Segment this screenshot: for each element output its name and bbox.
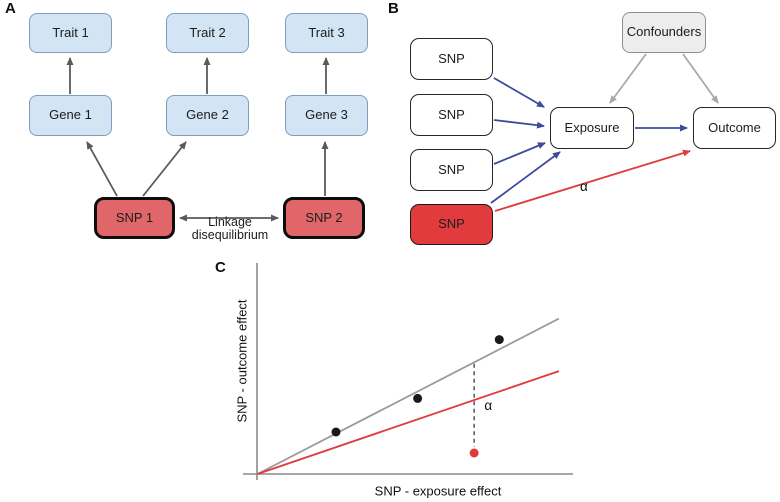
snp-instrument-points [413, 393, 423, 403]
confounders-to-outcome-arrow [682, 53, 719, 104]
alpha-label-panel-b: α [580, 179, 588, 194]
confounders-to-exposure-arrow [609, 53, 647, 104]
snp-box-red: SNP [410, 204, 493, 245]
confounders-box: Confounders [622, 12, 706, 53]
snp2-to-exposure-arrow [493, 119, 545, 129]
alpha-annotation-chart: α [484, 398, 492, 413]
y-axis-label: SNP - outcome effect [234, 299, 250, 423]
snp-box-1: SNP [410, 38, 493, 80]
gene-3-box: Gene 3 [285, 95, 368, 136]
outcome-box: Outcome [693, 107, 776, 149]
gene-1-box: Gene 1 [29, 95, 112, 136]
snp-box-2: SNP [410, 94, 493, 136]
panel-b-arrows [490, 53, 719, 212]
red-snp-to-outcome-arrow [494, 149, 691, 212]
trait-3-box: Trait 3 [285, 13, 368, 53]
snp-box-3: SNP [410, 149, 493, 191]
trait-1-box: Trait 1 [29, 13, 112, 53]
exposure-box: Exposure [550, 107, 634, 149]
snp-instrument-points [494, 335, 504, 345]
panel-c-label: C [215, 259, 226, 276]
red-snp-to-exposure-arrow [490, 151, 561, 204]
panel-b-label: B [388, 0, 399, 17]
snp3-to-exposure-arrow [493, 142, 546, 165]
snp1-to-exposure-arrow [493, 77, 545, 108]
linkage-disequilibrium-label: Linkage disequilibrium [191, 215, 269, 242]
x-axis-label: SNP - exposure effect [374, 483, 502, 499]
fit-line-red [257, 370, 560, 475]
snp1-to-gene2-arrow [142, 141, 187, 197]
snp-1-box: SNP 1 [94, 197, 175, 239]
scatter-plot: α [257, 317, 560, 475]
pleiotropic-snp-point [469, 448, 479, 458]
panel-c-axes [243, 263, 573, 480]
gene-2-box: Gene 2 [166, 95, 249, 136]
snp-2-box: SNP 2 [283, 197, 365, 239]
panel-a-arrows [66, 57, 330, 222]
trait-2-box: Trait 2 [166, 13, 249, 53]
fit-line-gray [257, 317, 560, 475]
snp-instrument-points [331, 427, 341, 437]
snp1-to-gene1-arrow [86, 141, 118, 197]
panel-a-label: A [5, 0, 16, 17]
